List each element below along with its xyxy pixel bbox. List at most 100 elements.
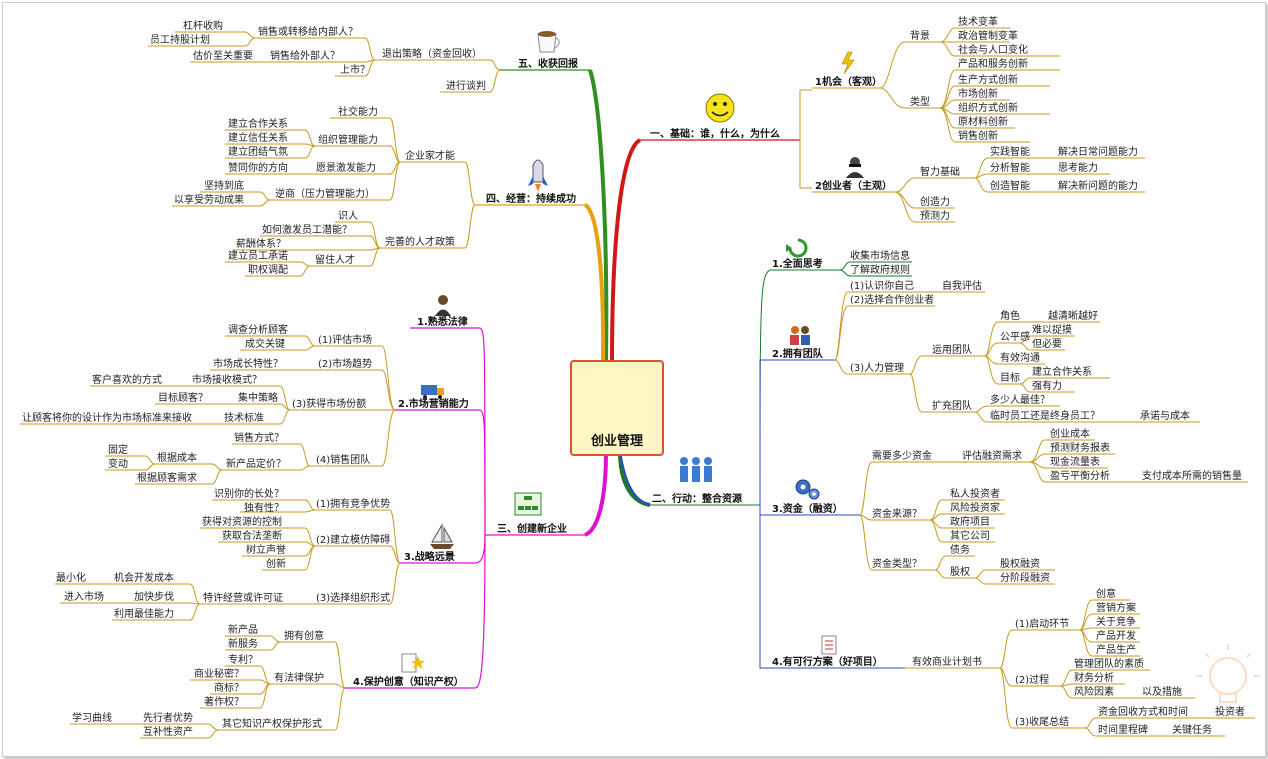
node-team-s1: (1)认识你自己 [850, 279, 914, 292]
center-title: 创业管理 [590, 433, 643, 449]
node-team-expand-item: 多少人最佳？ [990, 393, 1050, 406]
node-fund-equity: 股权 [950, 565, 970, 578]
node-type-item: 产品和服务创新 [958, 57, 1028, 70]
checklist-icon [821, 635, 837, 655]
node-think-item: 了解政府规则 [850, 263, 910, 276]
node-market-s2-child: 市场成长特性？ [213, 357, 283, 370]
node-plan-start-item: 创意 [1096, 587, 1116, 600]
node-ip-legal-item: 商标？ [214, 681, 244, 694]
node-team-s3: (3)人力管理 [850, 361, 904, 374]
node-market-s4: (4)销售团队 [316, 453, 370, 466]
node-fund-need: 需要多少资金 [872, 449, 932, 462]
node-market-s1-item: 成交关键 [245, 337, 285, 350]
node-think-item: 收集市场信息 [850, 249, 910, 262]
node-market: 2.市场营销能力 [398, 397, 469, 410]
node-vision: 愿景激发能力 [316, 161, 376, 174]
node-org: 组织管理能力 [318, 133, 378, 146]
node-intel-item: 实践智能 [990, 145, 1030, 158]
node-fund-source-item: 其它公司 [950, 529, 990, 542]
node-creativity: 创造力 [920, 195, 950, 208]
node-prediction: 预测力 [920, 209, 950, 222]
node-strategy-s2-item: 创新 [266, 557, 286, 570]
node-vision-child: 赞同你的方向 [228, 161, 288, 174]
node-ip-first-child: 学习曲线 [72, 711, 112, 724]
node-motivate: 如何激发员工潜能？ [262, 223, 352, 236]
node-pay: 薪酬体系？ [236, 238, 286, 250]
node-sell-in: 销售或转移给内部人？ [258, 25, 358, 38]
node-type-item: 销售创新 [958, 129, 998, 142]
node-team-use: 运用团队 [932, 343, 972, 356]
node-hr: 完善的人才政策 [385, 235, 455, 248]
node-org-item: 建立团结气氛 [228, 145, 288, 158]
person-icon [846, 157, 864, 178]
node-market-s1-item: 调查分析顾客 [228, 323, 288, 336]
node-plan-start-item: 营销方案 [1096, 601, 1136, 614]
node-strategy-s2-item: 获得对资源的控制 [202, 515, 282, 528]
node-retain-item: 建立员工承诺 [228, 249, 288, 262]
node-plan-start-item: 产品生产 [1096, 643, 1136, 656]
node-fund-eval-item: 现金流量表 [1050, 455, 1100, 468]
node-team-goal-value: 强有力 [1032, 379, 1062, 392]
node-market-cost-item: 变动 [108, 457, 128, 470]
node-ip-first: 先行者优势 [143, 711, 193, 724]
node-market-s1: (1)评估市场 [318, 333, 372, 346]
node-market-demand: 根据顾客需求 [137, 471, 197, 484]
node-strategy-s2-item: 获取合法垄断 [222, 529, 282, 542]
node-negotiate: 进行谈判 [446, 79, 486, 92]
coffee-cup-icon [537, 31, 560, 53]
node-plan-start-item: 关于竞争 [1096, 615, 1136, 628]
branch-curve-1 [610, 138, 642, 363]
node-team-role: 角色 [1000, 309, 1020, 322]
node-adversity-item: 以享受劳动成果 [174, 193, 244, 206]
node-market-focus: 集中策略 [238, 391, 278, 404]
node-market-accept: 市场接收模式？ [192, 373, 262, 386]
node-retain-item: 职权调配 [248, 263, 288, 276]
node-team-fair: 公平感 [1000, 330, 1030, 343]
node-adversity: 逆商（压力管理能力） [275, 187, 375, 200]
branch-title-action: 二、行动：整合资源 [652, 492, 742, 505]
node-fund-eval-item: 盈亏平衡分析 [1050, 469, 1110, 482]
node-fund-source-item: 私人投资者 [950, 487, 1000, 500]
node-team-fair-value: 难以捉摸 [1032, 323, 1072, 336]
node-team-expand: 扩充团队 [932, 399, 972, 412]
node-ip-other: 其它知识产权保护形式 [222, 717, 322, 730]
lightning-icon [841, 51, 855, 75]
node-plan-start-item: 产品开发 [1096, 629, 1136, 642]
node-market-pricing: 新产品定价？ [226, 457, 286, 470]
node-fund-eval: 评估融资需求 [962, 449, 1022, 462]
node-market-accept-child: 客户喜欢的方式 [92, 373, 162, 386]
node-ip-own: 拥有创意 [284, 629, 324, 642]
node-ip-legal-item: 专利？ [228, 653, 258, 666]
sailboat-icon [430, 523, 454, 549]
refresh-icon [786, 238, 808, 258]
node-team-s2: (2)选择合作创业者 [850, 293, 934, 306]
node-exit: 退出策略（资金回收） [382, 47, 482, 60]
node-ip-legal-item: 商业秘密？ [194, 667, 244, 680]
node-ipo: 上市？ [340, 63, 370, 76]
node-plan-process-item: 管理团队的素质 [1074, 657, 1144, 670]
node-entrepreneur: 2创业者（主观） [815, 179, 892, 192]
node-market-sales-way: 销售方式？ [234, 431, 284, 444]
node-fund-eval-item: 创业成本 [1050, 427, 1090, 440]
node-fund-debt: 债务 [950, 543, 970, 556]
document-star-icon [401, 653, 425, 673]
node-plan-close: (3)收尾总结 [1015, 715, 1069, 728]
node-fund: 3.资金（融资） [772, 502, 843, 515]
node-types: 类型 [910, 95, 930, 108]
node-fund-equity-item: 股权融资 [1000, 557, 1040, 570]
node-plan-process-item: 风险因素 [1074, 685, 1114, 698]
node-fund-eval-item: 预测财务报表 [1050, 441, 1110, 454]
center-node: 创业管理 [570, 360, 664, 456]
node-plan-close-child: 投资者 [1215, 705, 1245, 718]
node-intel-child: 解决新问题的能力 [1058, 179, 1138, 192]
node-strategy-fr-child: 最小化 [56, 571, 86, 584]
truck-icon [421, 385, 444, 399]
node-adversity-item: 坚持到底 [204, 179, 244, 192]
node-market-s3: (3)获得市场份额 [292, 397, 366, 410]
node-intel-item: 创造智能 [990, 179, 1030, 192]
judge-icon [435, 295, 451, 316]
node-fund-source: 资金来源？ [872, 507, 922, 520]
branch-curve-4 [583, 203, 606, 363]
branch-curve-5 [588, 69, 609, 363]
node-fund-type: 资金类型？ [872, 557, 922, 570]
